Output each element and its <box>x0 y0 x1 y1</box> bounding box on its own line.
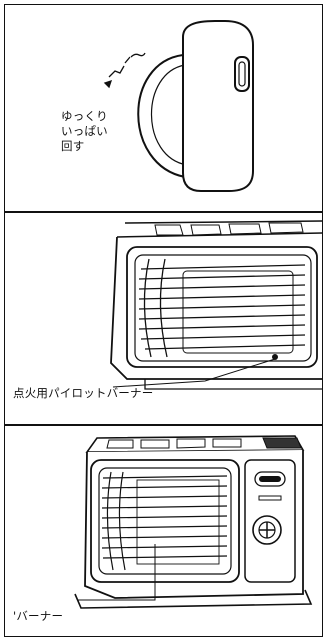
heater-illustration <box>74 435 313 609</box>
instruction-line: ゆっくり <box>61 109 108 123</box>
control-panel <box>244 459 296 583</box>
heater-panel: 'バーナー <box>4 425 323 637</box>
knob-panel: ゆっくり いっぱい 回す <box>4 4 323 212</box>
burner-label: 'バーナー <box>13 609 64 623</box>
grill <box>138 258 306 358</box>
pilot-burner-illustration <box>110 220 322 390</box>
pilot-burner-panel: 点火用パイロットバーナー <box>4 212 323 425</box>
rotation-arrow-icon <box>103 52 146 89</box>
burner-leader-line <box>77 544 156 601</box>
gauge-window-icon <box>254 471 286 487</box>
instruction-text: ゆっくり いっぱい 回す <box>61 109 108 154</box>
knob-disc <box>137 54 186 178</box>
pilot-burner-label: 点火用パイロットバーナー <box>13 386 154 400</box>
heater-grill <box>101 471 228 571</box>
knob-body <box>182 20 254 192</box>
instruction-line: いっぱい <box>61 124 108 138</box>
instruction-line: 回す <box>61 139 85 153</box>
pilot-leader-line <box>112 358 276 388</box>
knob-illustration <box>103 20 254 192</box>
pilot-burner-icon <box>272 354 278 360</box>
